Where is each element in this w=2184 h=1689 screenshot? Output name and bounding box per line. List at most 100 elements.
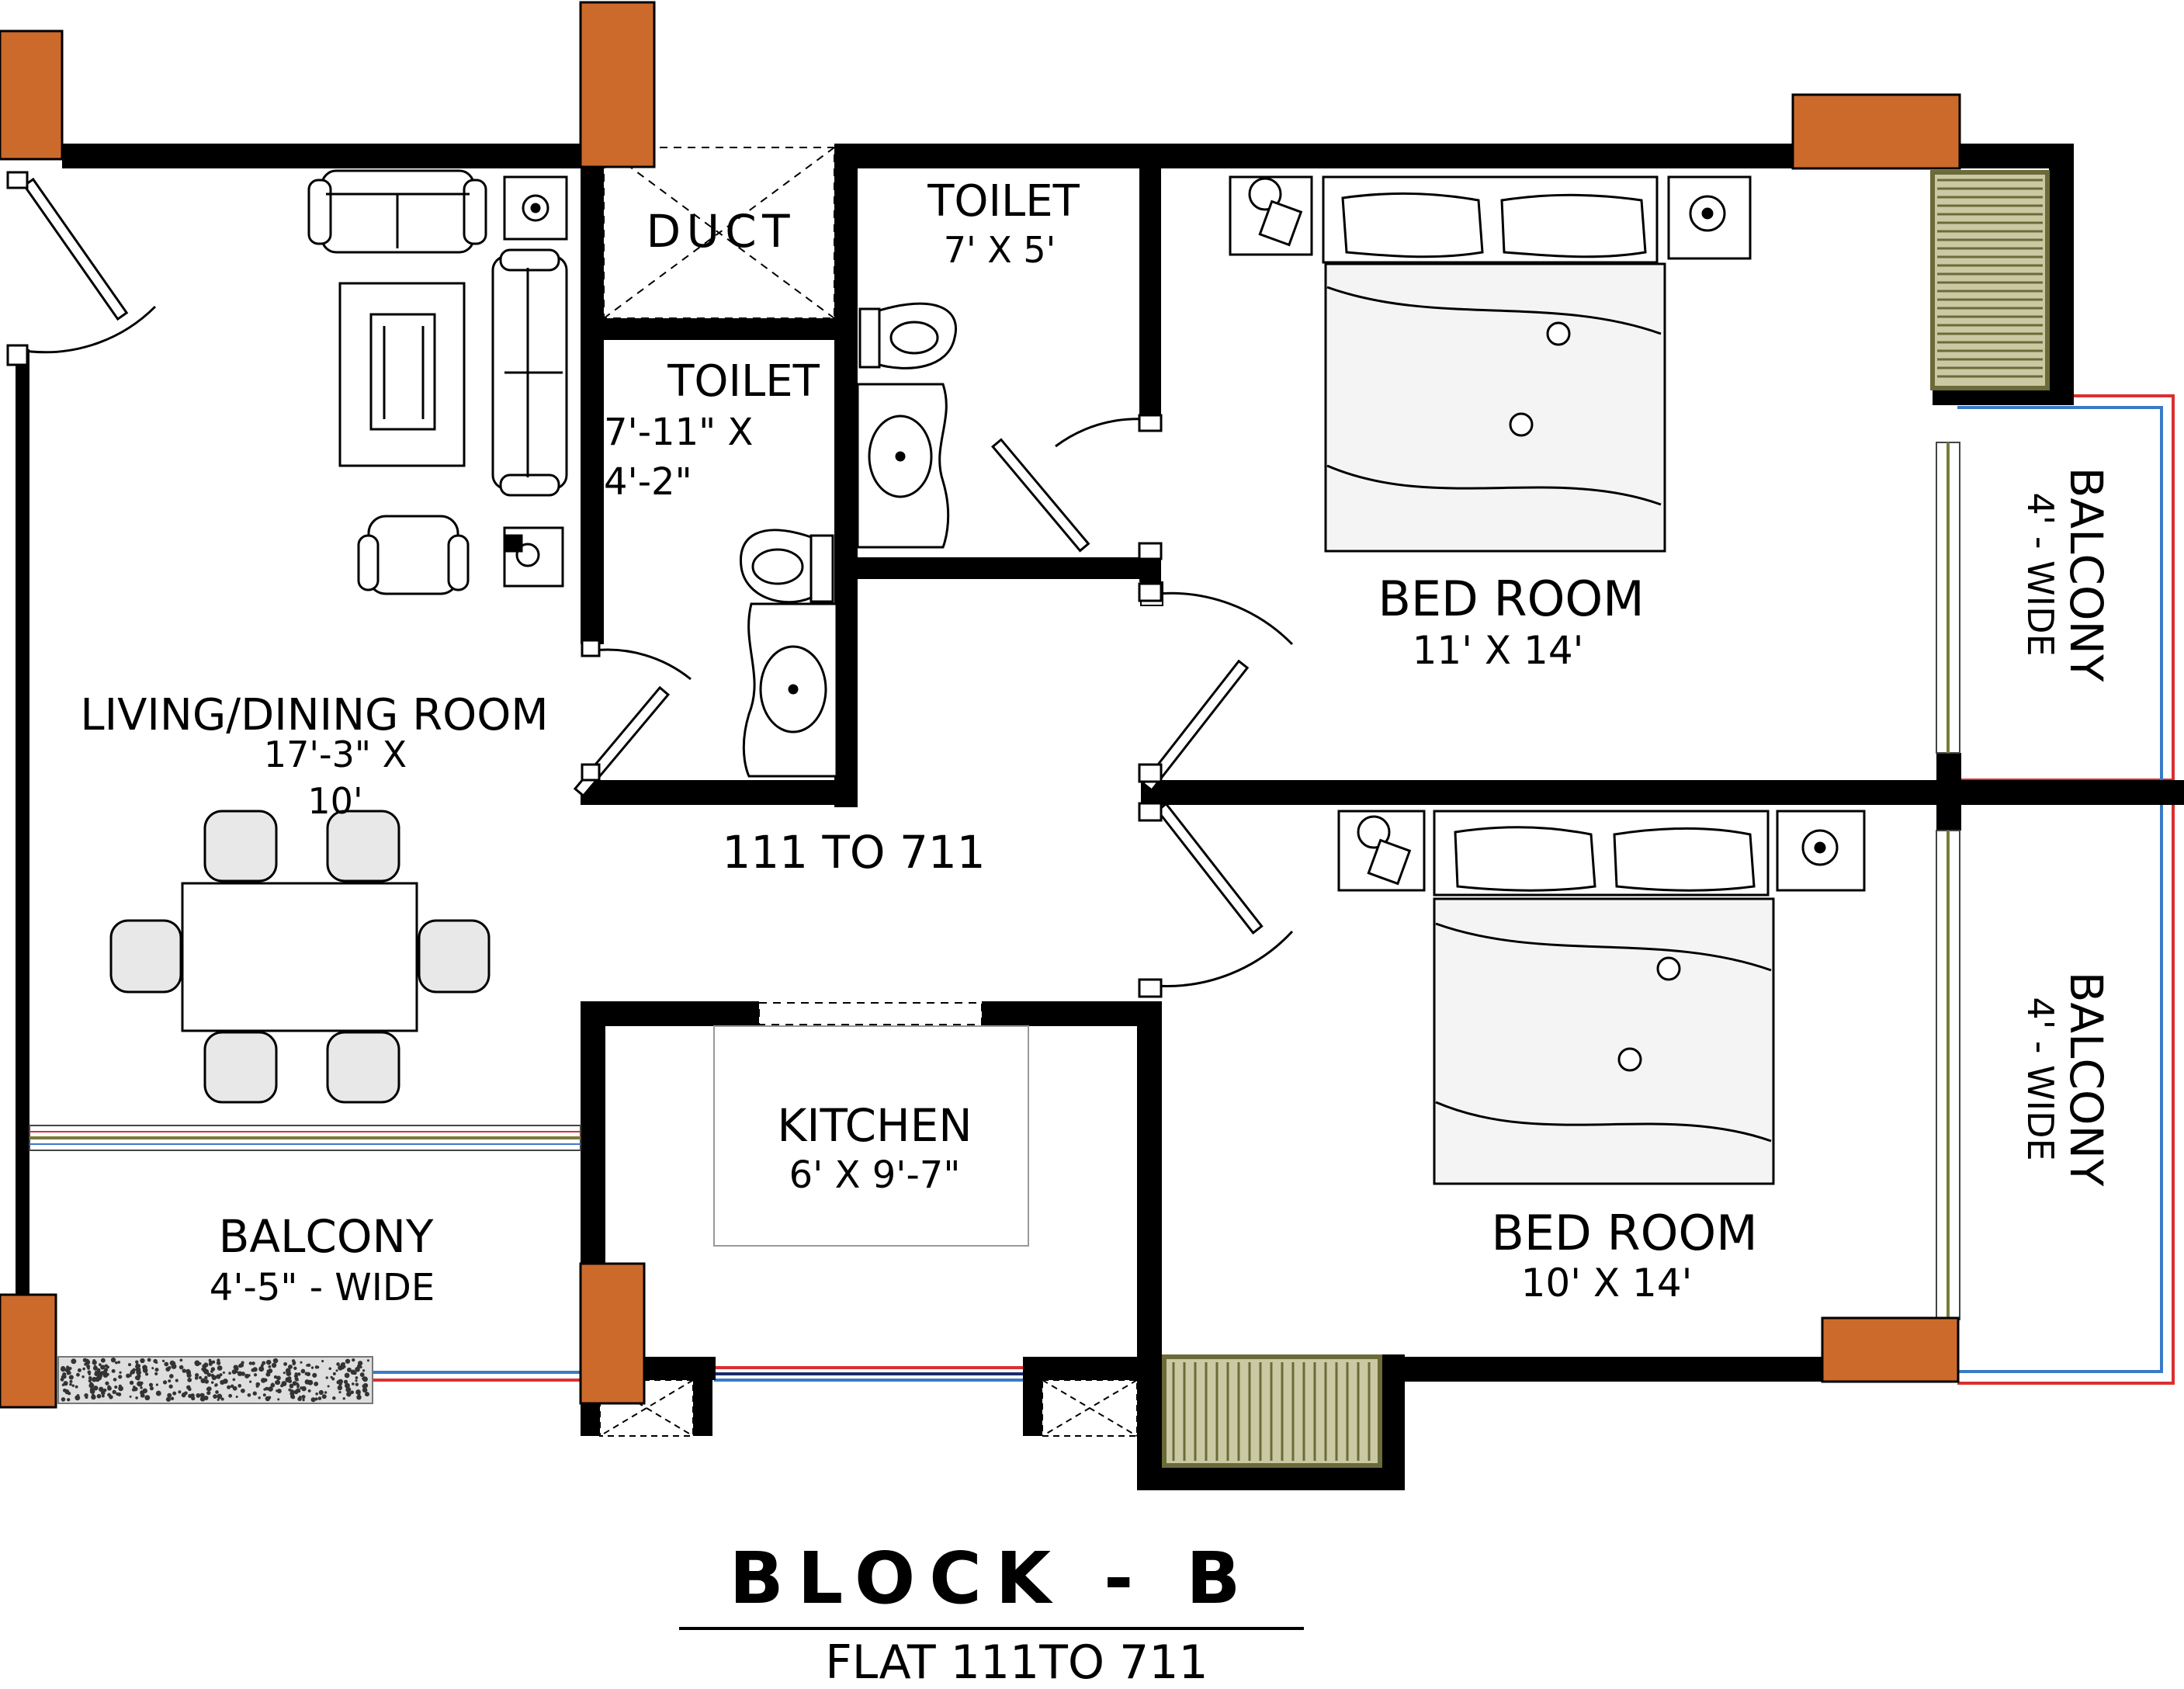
sheet-fold [1326, 286, 1662, 335]
gravel-dot [154, 1372, 158, 1375]
dining-chair [203, 810, 278, 883]
door-entrance[interactable] [6, 171, 157, 366]
wall-stair-box-bottom [1137, 1465, 1405, 1490]
gravel-dot [151, 1367, 154, 1370]
gravel-dot [144, 1395, 151, 1401]
gravel-dot [342, 1397, 345, 1400]
gravel-dot [200, 1378, 206, 1384]
column-bottom-mid [579, 1262, 646, 1405]
duct-cross-b [603, 147, 835, 319]
gravel-dot [297, 1372, 301, 1376]
sofa-side [491, 248, 568, 497]
gravel-dot [213, 1394, 217, 1399]
gravel-dot [89, 1389, 95, 1394]
wall-toilet1-bottom [846, 557, 1160, 579]
gravel-dot [188, 1387, 192, 1392]
wall-toilet-mid [834, 155, 858, 807]
gravel-dot [106, 1372, 109, 1376]
gravel-dot [67, 1398, 71, 1402]
gravel-dot [130, 1372, 133, 1375]
gravel-dot [95, 1377, 100, 1382]
gravel-dot [100, 1365, 106, 1370]
gravel-dot [248, 1374, 251, 1377]
gravel-dot [268, 1396, 272, 1399]
gravel-dot [294, 1377, 299, 1382]
gravel-dot [220, 1397, 224, 1401]
gravel-dot [206, 1372, 212, 1377]
gravel-dot [346, 1391, 352, 1397]
door-jamb [1138, 414, 1163, 432]
wall-right-upper [2049, 144, 2074, 392]
gravel-dot [306, 1372, 311, 1377]
gravel-dot [92, 1365, 99, 1371]
door-swing [15, 305, 157, 354]
door-bedroom2[interactable] [1138, 802, 1294, 998]
gravel-dot [114, 1385, 118, 1389]
gravel-dot [364, 1392, 369, 1397]
gravel-dot [335, 1369, 338, 1372]
windows [29, 442, 1960, 1320]
gravel-dot [168, 1366, 172, 1370]
wall-bedroom-divider [1141, 780, 2184, 805]
gravel-dot [99, 1371, 104, 1375]
gravel-dot [201, 1368, 205, 1371]
gravel-dot [307, 1389, 311, 1392]
title-block: BLOCK - B FLAT 111TO 711 [679, 1537, 1304, 1689]
gravel-dot [219, 1373, 223, 1377]
label-bed2-size: 10' X 14' [1521, 1261, 1693, 1306]
gravel-dot [204, 1375, 208, 1380]
gravel-dot [362, 1387, 368, 1393]
gravel-dot [105, 1381, 109, 1386]
door-toilet1[interactable] [991, 414, 1163, 560]
gravel-dot [210, 1373, 215, 1378]
gravel-dot [228, 1393, 233, 1398]
label-kitchen-name: KITCHEN [777, 1099, 972, 1152]
sheet-fold [1326, 464, 1662, 506]
gravel-dot [261, 1378, 266, 1383]
gravel-dot [265, 1359, 272, 1365]
gravel-dot [222, 1371, 225, 1374]
gravel-dot [66, 1372, 70, 1375]
gravel-dot [111, 1368, 116, 1373]
wall-toilet2-bottom [581, 780, 856, 805]
gravel-dot [296, 1385, 300, 1389]
sofa-top [307, 169, 487, 254]
stair-grille-top [1930, 170, 2050, 390]
gravel-dot [232, 1378, 236, 1382]
gravel-dot [288, 1388, 292, 1392]
bed-2 [1337, 810, 1866, 1185]
gravel-dot [167, 1392, 172, 1398]
dining-chair [326, 810, 400, 883]
gravel-dot [129, 1380, 134, 1386]
gravel-dot [271, 1362, 277, 1368]
gravel-dot [170, 1396, 175, 1401]
door-toilet2[interactable] [573, 639, 692, 798]
gravel-dot [235, 1395, 238, 1399]
gravel-dot [258, 1366, 265, 1372]
gravel-dot [262, 1393, 266, 1397]
gravel-dot [330, 1375, 333, 1379]
gravel-dot [300, 1368, 306, 1374]
gravel-dot [148, 1382, 154, 1387]
gravel-dot [270, 1382, 276, 1388]
gravel-dot [343, 1379, 348, 1384]
gravel-dot [106, 1365, 109, 1369]
coffee-table [338, 282, 466, 467]
door-jamb [6, 344, 29, 366]
door-bedroom1[interactable] [1138, 582, 1294, 792]
gravel-dot [327, 1385, 330, 1388]
gravel-dot [288, 1365, 293, 1369]
wc-toilet1 [858, 302, 957, 369]
kitchen-duct-right [1042, 1379, 1138, 1437]
gravel-dot [89, 1379, 92, 1382]
gravel-dot [208, 1361, 213, 1366]
door-swing [1055, 418, 1146, 448]
gravel-dot [217, 1358, 220, 1362]
gravel-dot [290, 1394, 295, 1399]
dining-chair [203, 1031, 278, 1104]
gravel-dot [328, 1367, 332, 1371]
gravel-dot [85, 1396, 88, 1399]
column-bottom-left [0, 1293, 57, 1409]
gravel-dot [357, 1364, 362, 1368]
headboard [1322, 175, 1659, 264]
